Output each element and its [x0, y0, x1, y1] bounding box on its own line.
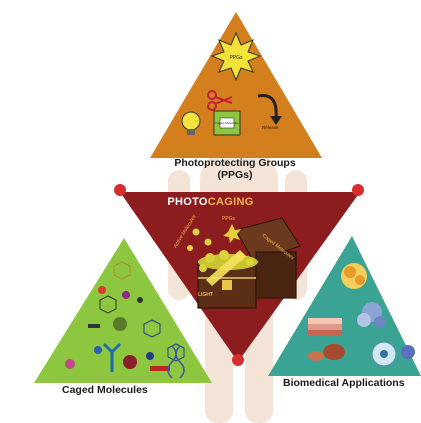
- active-molecules-icon: [187, 228, 212, 251]
- biomedical-applications-label: Biomedical Applications: [283, 377, 405, 389]
- ppg-label: Photoprotecting Groups (PPGs): [150, 157, 320, 181]
- light-bulb-icon: [181, 111, 201, 135]
- photocaging-title-a: PHOTO: [167, 196, 208, 208]
- rope-knots: [114, 184, 364, 366]
- caged-molecules-label: Caged Molecules: [62, 384, 148, 396]
- treasure-chest-icon: [197, 217, 301, 309]
- biomedical-triangle: [268, 236, 421, 376]
- light-text: LIGHT: [198, 292, 213, 298]
- skin-tissue-icon: [308, 318, 342, 336]
- ppg-label-line1: Photoprotecting Groups: [174, 157, 296, 169]
- molecule-dots-icon: [65, 286, 170, 371]
- organ-icon: [308, 344, 345, 361]
- light-beam-icon: [206, 250, 246, 286]
- photocaging-title-b: CAGING: [207, 196, 254, 208]
- caged-molecules-triangle: [34, 238, 212, 383]
- antibody-icon: [102, 342, 122, 372]
- brain-icon: [341, 263, 367, 289]
- molecule-blob-icon: [401, 345, 415, 359]
- molecule-structures-icon: [99, 261, 185, 362]
- caged-box-text: Caged Molecules: [215, 121, 239, 125]
- release-text: Release: [262, 125, 279, 130]
- caged-molecules-box: Caged Molecules: [213, 110, 241, 136]
- photocaging-title: PHOTOCAGING: [0, 196, 421, 208]
- ppgs-burst-text: PPGs: [229, 55, 243, 61]
- ppg-label-line2: (PPGs): [217, 169, 253, 181]
- ppg-burst-icon: PPGs: [210, 31, 262, 82]
- release-arrow-icon: Release: [257, 93, 282, 130]
- cell-icon: [371, 341, 397, 367]
- ppg-burst-small-icon: [223, 224, 241, 243]
- ppgs-chest-text: PPGs: [222, 216, 236, 222]
- scissors-icon: [207, 90, 233, 111]
- dna-icon: [167, 345, 185, 379]
- cell-cluster-icon: [357, 302, 386, 328]
